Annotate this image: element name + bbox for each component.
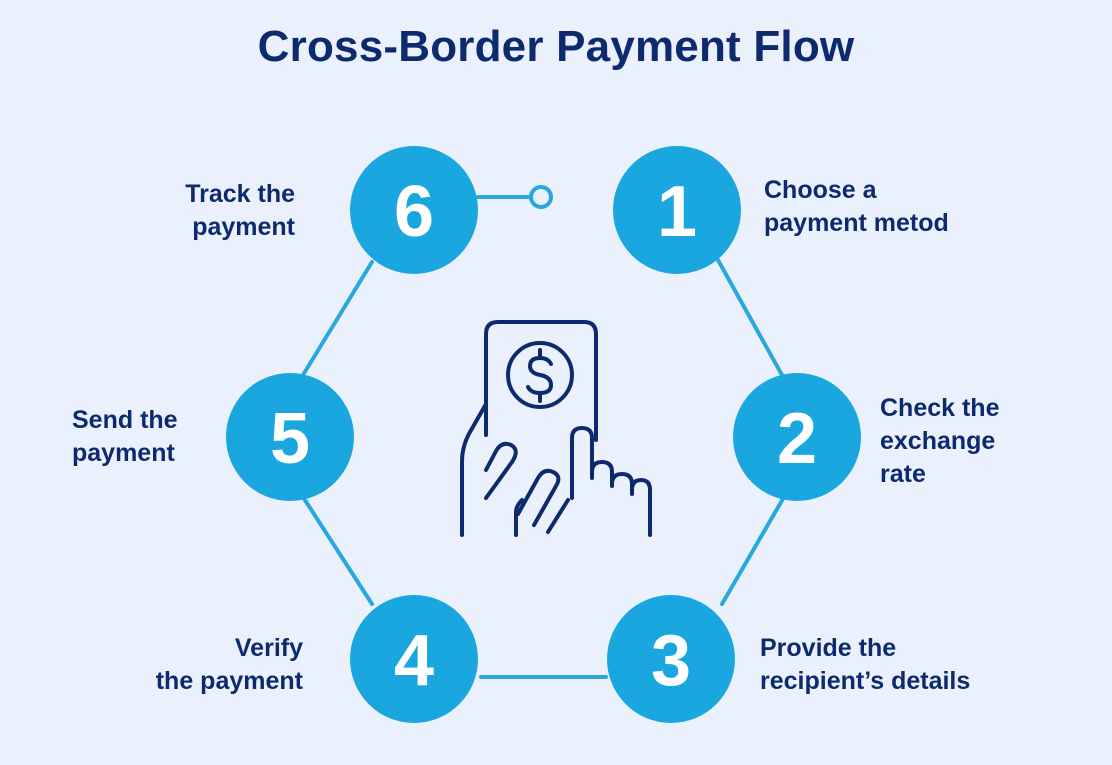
step-1-circle <box>613 146 741 274</box>
step-5: 5 <box>226 373 354 501</box>
step-6: 6 <box>350 146 478 274</box>
connector-1-2 <box>716 258 784 377</box>
hand-tapping-phone-with-dollar-icon <box>460 320 652 537</box>
step-1-number: 1 <box>657 172 697 252</box>
step-1-label-line-1: Choose a <box>764 176 877 204</box>
step-5-label-line-1: Send the <box>72 406 178 434</box>
step-1-label: Choose a payment metod <box>764 174 949 240</box>
step-3-circle <box>607 595 735 723</box>
step-4-label-line-1: Verify <box>234 634 303 662</box>
step-2: 2 <box>733 373 861 501</box>
step-1: 1 <box>613 146 741 274</box>
step-6-label: Track the payment <box>185 178 295 244</box>
step-3-number: 3 <box>651 621 691 701</box>
step-3-label: Provide the recipient’s details <box>760 632 970 698</box>
step-5-circle <box>226 373 354 501</box>
step-4-circle <box>350 595 478 723</box>
step-4-number: 4 <box>394 621 434 701</box>
step-5-label: Send the payment <box>72 404 178 470</box>
step-5-label-line-2: payment <box>72 439 175 467</box>
connector-lines <box>301 195 786 679</box>
step-2-label-line-3: rate <box>880 460 926 488</box>
step-4: 4 <box>350 595 478 723</box>
connector-end-dot <box>529 185 553 209</box>
step-5-number: 5 <box>270 399 310 479</box>
step-3: 3 <box>607 595 735 723</box>
step-2-label-line-1: Check the <box>880 394 1000 422</box>
step-2-label-line-2: exchange <box>880 427 996 455</box>
step-6-circle <box>350 146 478 274</box>
connector-2-3 <box>720 495 786 606</box>
step-4-label-line-2: the payment <box>155 667 303 695</box>
step-4-label: Verify the payment <box>156 632 303 698</box>
step-6-label-line-1: Track the <box>185 180 295 208</box>
step-6-label-line-2: payment <box>192 213 295 241</box>
step-1-label-line-2: payment metod <box>764 209 949 237</box>
connector-5-6 <box>301 260 374 377</box>
connector-4-5 <box>301 495 374 606</box>
step-6-number: 6 <box>394 172 434 252</box>
step-2-circle <box>733 373 861 501</box>
step-3-label-line-2: recipient’s details <box>760 667 971 695</box>
step-3-label-line-1: Provide the <box>760 634 897 662</box>
page-title: Cross-Border Payment Flow <box>257 22 855 71</box>
step-2-number: 2 <box>777 399 817 479</box>
step-2-label: Check the exchange rate <box>880 392 999 491</box>
